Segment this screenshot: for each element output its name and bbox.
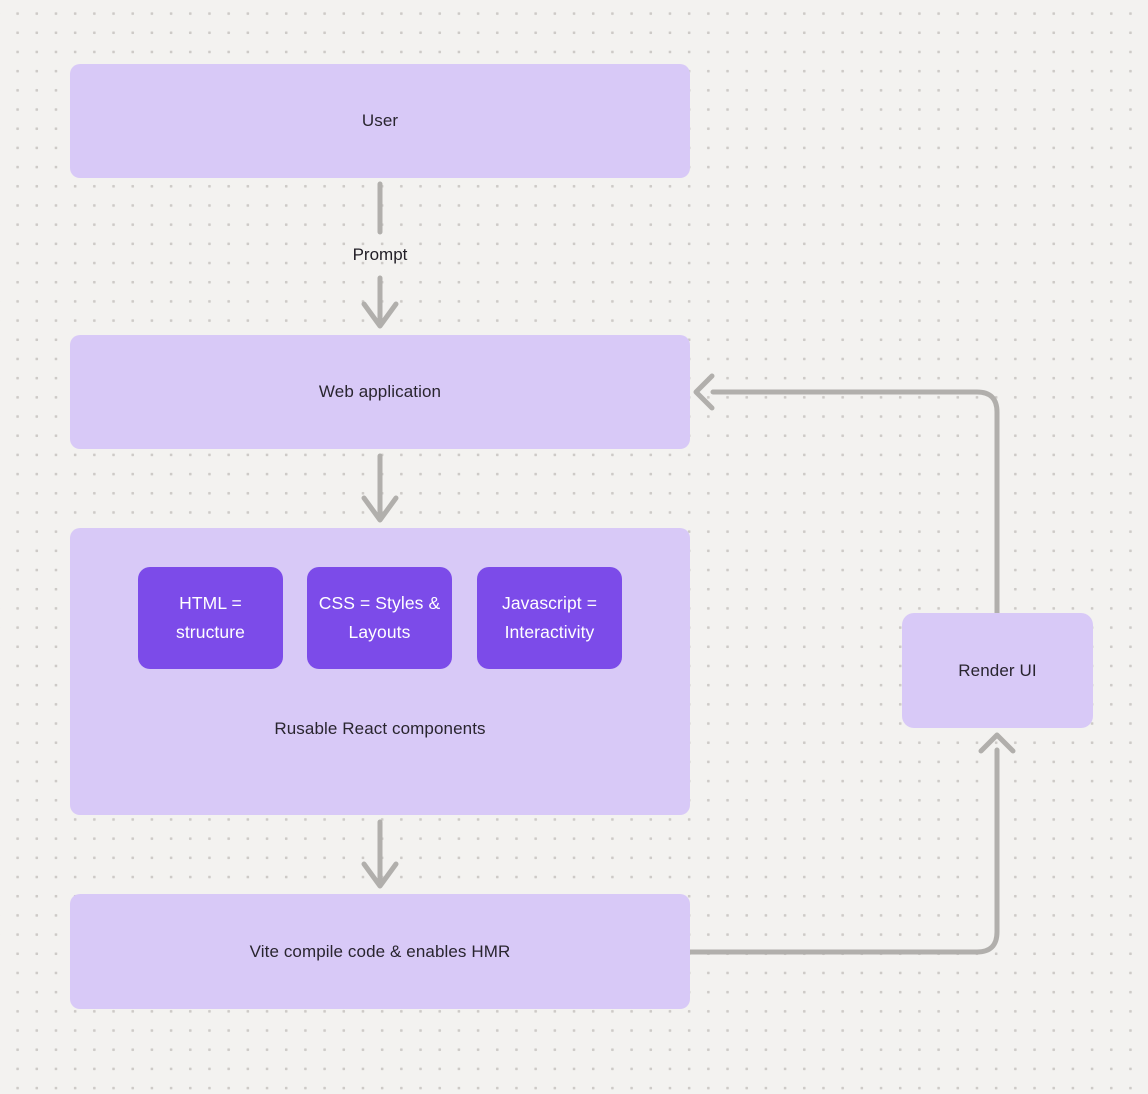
edge-label-prompt: Prompt (352, 245, 408, 264)
arrowhead-down-web (361, 301, 399, 329)
node-web-application[interactable]: Web application (70, 335, 690, 449)
arrowhead-up-render (978, 732, 1016, 754)
node-render-ui[interactable]: Render UI (902, 613, 1093, 728)
node-vite-label: Vite compile code & enables HMR (249, 941, 511, 961)
chip-css-label: CSS = Styles & Layouts (318, 593, 441, 642)
arrowhead-down-group (361, 495, 399, 523)
node-components-group[interactable]: HTML = structure CSS = Styles & Layouts … (70, 528, 690, 815)
chip-html[interactable]: HTML = structure (138, 567, 283, 669)
components-group-label: Rusable React components (274, 719, 486, 738)
node-render-ui-label: Render UI (958, 660, 1037, 680)
chip-html-label: HTML = structure (176, 593, 245, 642)
edge-vite-to-render (687, 747, 1000, 955)
edge-render-to-web (710, 389, 1000, 616)
chip-javascript[interactable]: Javascript = Interactivity (477, 567, 622, 669)
node-vite[interactable]: Vite compile code & enables HMR (70, 894, 690, 1009)
node-user[interactable]: User (70, 64, 690, 178)
arrowhead-down-vite (361, 861, 399, 889)
arrowhead-left-web (693, 373, 715, 411)
chip-javascript-label: Javascript = Interactivity (501, 593, 598, 642)
node-user-label: User (361, 111, 399, 130)
node-web-application-label: Web application (318, 382, 442, 401)
chip-css[interactable]: CSS = Styles & Layouts (307, 567, 452, 669)
